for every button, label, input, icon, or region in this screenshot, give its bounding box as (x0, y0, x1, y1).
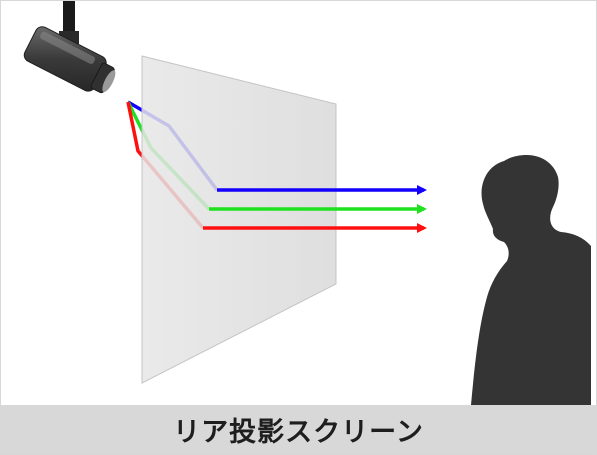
person-silhouette-icon (471, 155, 591, 405)
projector-icon (23, 1, 116, 94)
screen-panel (141, 55, 337, 384)
caption-label: リア投影スクリーン (173, 417, 424, 448)
rear-projection-scene (23, 1, 591, 405)
caption-bar: リア投影スクリーン (1, 405, 596, 454)
beams-after-screen (203, 185, 427, 233)
